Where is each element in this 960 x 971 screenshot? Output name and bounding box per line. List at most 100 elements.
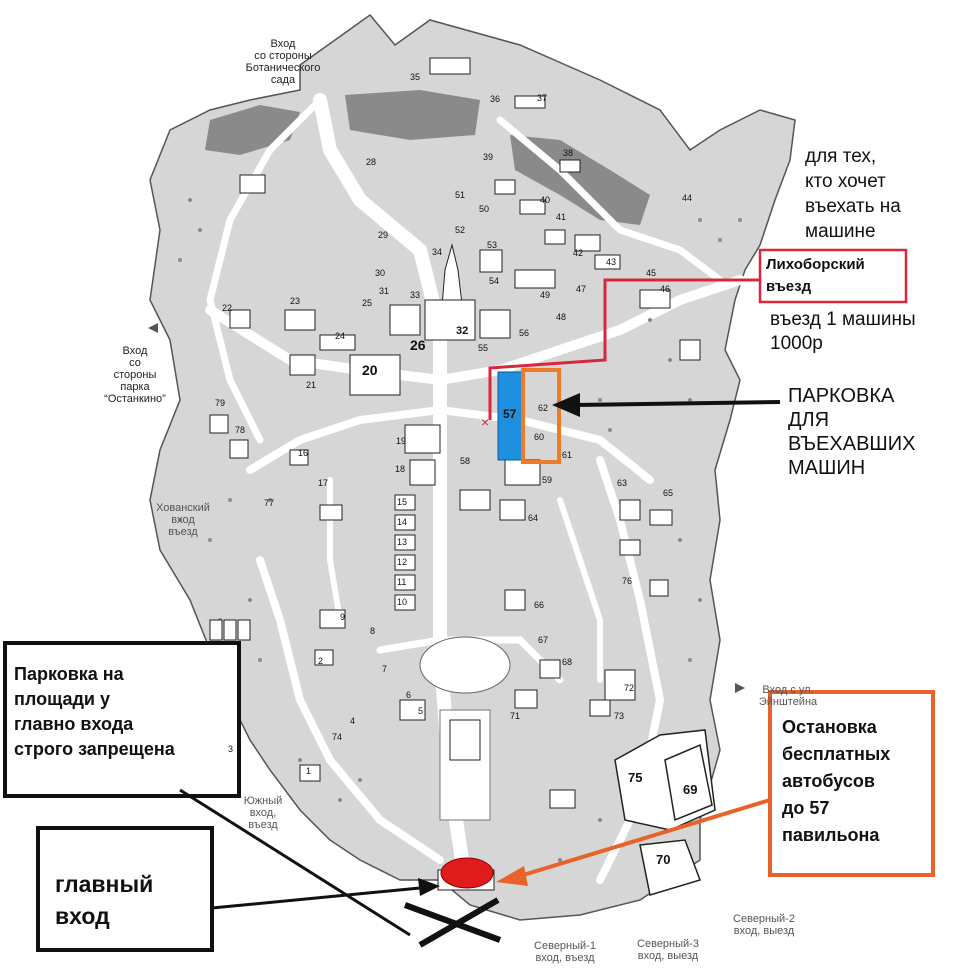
pavilion-number: 29 — [378, 230, 389, 240]
cross-mark-2 — [418, 897, 500, 948]
entrance-arrow-ostankino — [148, 323, 158, 333]
pavilion-20-label[interactable]: 20 — [362, 362, 378, 378]
route-x-mark: × — [481, 414, 489, 430]
pavilion-number: 63 — [617, 478, 628, 488]
pavilion-number: 51 — [455, 190, 466, 200]
bus-stop-box[interactable] — [768, 690, 935, 877]
pavilion-number: 14 — [397, 517, 408, 527]
pavilion-number: 28 — [366, 157, 377, 167]
pavilion-number: 77 — [264, 498, 275, 508]
parking-for-cars-label: ПАРКОВКА ДЛЯ ВЪЕХАВШИХ МАШИН — [788, 385, 916, 479]
pavilion-69-label[interactable]: 69 — [683, 782, 698, 797]
pavilion-number: 48 — [556, 312, 567, 322]
parking-zone-orange — [521, 368, 561, 464]
pavilion-70-label[interactable]: 70 — [656, 852, 671, 867]
pavilion-number: 18 — [395, 464, 406, 474]
pavilion-number: 53 — [487, 240, 498, 250]
pavilion-number: 78 — [235, 425, 246, 435]
main-entrance-arrow-head — [418, 878, 440, 896]
pavilion-number: 22 — [222, 303, 233, 313]
pavilion-number: 41 — [556, 212, 567, 222]
bus-stop-arrow-line — [519, 798, 771, 878]
central-square — [419, 636, 511, 694]
pavilion-number: 46 — [660, 284, 671, 294]
main-entrance-text: главный вход — [55, 871, 154, 929]
pavilion-number: 42 — [573, 248, 584, 258]
bus-stop-arrow-head — [496, 866, 528, 886]
pavilion-number: 35 — [410, 72, 421, 82]
pavilion-number: 59 — [542, 475, 553, 485]
pavilion-number: 10 — [397, 597, 408, 607]
pavilion-number: 12 — [397, 557, 408, 567]
entrance-einstein-label: Вход с ул. Эйнштейна — [758, 684, 818, 708]
pavilion-number: 39 — [483, 152, 494, 162]
pavilion-number: 13 — [397, 537, 408, 547]
likhobory-title: Лихоборский въезд — [766, 256, 865, 295]
roads — [205, 93, 745, 887]
pavilion-number: 2 — [318, 656, 324, 666]
entrance-khovansky-label: Хованский вход въезд — [156, 502, 210, 538]
pavilion-69-building — [664, 743, 713, 822]
pavilion-number: 3 — [228, 744, 234, 754]
pavilion-number: 40 — [540, 195, 551, 205]
pavilion-number: 76 — [622, 576, 633, 586]
pavilion-number: 60 — [534, 432, 545, 442]
bus-stop-marker[interactable] — [440, 857, 494, 889]
pavilion-75-label[interactable]: 75 — [628, 770, 643, 785]
buildings — [209, 57, 701, 809]
pavilion-number: 66 — [534, 600, 545, 610]
pavilion-number: 54 — [489, 276, 500, 286]
pavilion-number: 56 — [519, 328, 530, 338]
pavilion-number: 50 — [479, 204, 490, 214]
pavilion-number: 43 — [606, 257, 617, 267]
central-hall — [449, 719, 481, 761]
pavilion-number: 15 — [397, 497, 408, 507]
pavilion-26-label[interactable]: 26 — [410, 337, 426, 353]
pavilion-number: 31 — [379, 286, 390, 296]
pavilion-number: 36 — [490, 94, 501, 104]
pavilion-number: 71 — [510, 711, 521, 721]
pavilion-number: 52 — [455, 225, 466, 235]
parking-arrow-line — [574, 400, 781, 407]
entrance-north3-label: Северный-3 вход, выезд — [637, 938, 699, 962]
likhobory-box[interactable] — [758, 248, 908, 304]
pavilion-32-label[interactable]: 32 — [456, 325, 469, 337]
pavilion-number: 67 — [538, 635, 549, 645]
pavilion-number: 33 — [410, 290, 421, 300]
pavilion-number: 16 — [298, 448, 309, 458]
entrance-botanical-label: Вход со стороны Ботанического сада — [245, 38, 321, 86]
pavilion-number: 8 — [370, 626, 376, 636]
lake-top — [345, 90, 480, 140]
pavilion-number: 72 — [624, 683, 635, 693]
pavilion-number: 45 — [646, 268, 657, 278]
pavilion-number: 5 — [418, 706, 424, 716]
pavilion-number: 11 — [397, 577, 407, 587]
entrance-ostankino-label: Вход со стороны парка “Останкино” — [104, 345, 166, 405]
pavilion-number: 47 — [576, 284, 587, 294]
pavilion-number: 9 — [340, 612, 346, 622]
pavilion-number: 38 — [563, 148, 574, 158]
main-entrance-box[interactable] — [36, 826, 214, 952]
entrance-arrow-einstein — [735, 683, 745, 693]
entrance-south-label: Южный вход, въезд — [243, 795, 283, 831]
entrance-north2-label: Северный-2 вход, выезд — [733, 913, 795, 937]
cross-mark-1 — [403, 902, 502, 943]
parking-zone-57 — [497, 371, 523, 461]
pavilion-number: 17 — [318, 478, 329, 488]
pavilion-number: 64 — [528, 513, 539, 523]
entrance-north1-label: Северный-1 вход, въезд — [534, 940, 596, 964]
pavilion-number: 62 — [538, 403, 549, 413]
forbidden-pointer-line — [179, 788, 411, 937]
pavilion-number: 23 — [290, 296, 301, 306]
pavilion-number: 21 — [306, 380, 317, 390]
pavilion-number: 68 — [562, 657, 573, 667]
pavilion-57-label[interactable]: 57 — [503, 407, 517, 421]
pavilion-number: 79 — [215, 398, 226, 408]
pavilion-number: 4 — [350, 716, 356, 726]
pavilion-number: 30 — [375, 268, 386, 278]
entry-price: въезд 1 машины 1000р — [770, 309, 916, 354]
pavilion-number: 65 — [663, 488, 674, 498]
pavilion-number: 6 — [406, 690, 412, 700]
pavilion-number: 24 — [335, 331, 346, 341]
